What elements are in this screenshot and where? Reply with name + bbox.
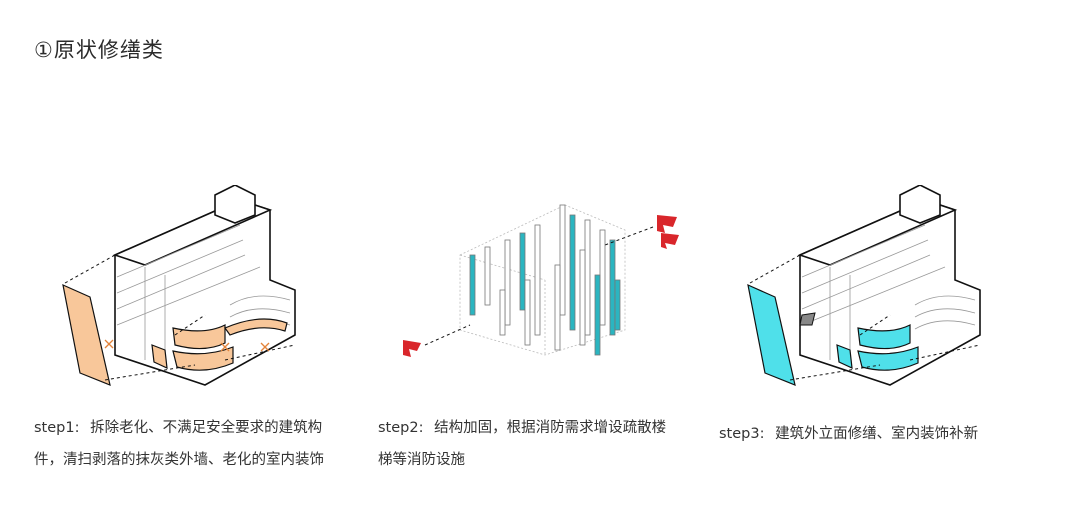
column — [554, 264, 561, 351]
column — [579, 249, 586, 346]
diagram-step1-demolition — [62, 185, 296, 386]
step1-label: step1: — [34, 420, 80, 436]
column — [609, 239, 616, 336]
new-facade-panels — [747, 283, 919, 386]
step1-text-line1: 拆除老化、不满足安全要求的建筑构 — [90, 420, 323, 436]
column — [519, 232, 526, 311]
step2-label: step2: — [378, 420, 424, 436]
floor-lines-3 — [801, 224, 976, 365]
step3-caption: step3: 建筑外立面修缮、室内装饰补新 — [719, 418, 1059, 450]
column — [599, 229, 606, 326]
step1-caption: step1: 拆除老化、不满足安全要求的建筑构 件，清扫剥落的抹灰类外墙、老化的… — [34, 412, 364, 476]
structural-columns — [469, 204, 621, 356]
step2-caption: step2: 结构加固，根据消防需求增设疏散楼 梯等消防设施 — [378, 412, 698, 476]
column — [569, 214, 576, 331]
step3-text-line1: 建筑外立面修缮、室内装饰补新 — [775, 426, 979, 442]
explode-arrows-3 — [749, 254, 981, 381]
column — [504, 239, 511, 326]
building-massing-3 — [797, 185, 981, 386]
section-title: ①原状修缮类 — [34, 38, 164, 62]
step2-text-line1: 结构加固，根据消防需求增设疏散楼 — [434, 420, 667, 436]
explode-arrows — [64, 254, 296, 381]
column — [614, 279, 621, 331]
column — [499, 289, 506, 336]
remove-marks — [104, 339, 270, 352]
column — [469, 254, 476, 316]
stair-arrows — [424, 226, 654, 346]
evacuation-stairs — [403, 215, 679, 357]
column — [484, 246, 491, 306]
column — [584, 219, 591, 336]
column — [594, 274, 601, 356]
column — [559, 204, 566, 316]
diagram-step3-facade-renewal — [747, 185, 981, 386]
step1-text-line2: 件，清扫剥落的抹灰类外墙、老化的室内装饰 — [34, 452, 324, 468]
step3-label: step3: — [719, 426, 765, 442]
building-massing — [112, 185, 296, 386]
column — [524, 279, 531, 346]
removed-components — [62, 283, 288, 386]
column — [534, 224, 541, 336]
step2-text-line2: 梯等消防设施 — [378, 452, 465, 468]
diagram-step2-reinforcement — [403, 204, 679, 357]
stair-insert — [799, 312, 816, 326]
